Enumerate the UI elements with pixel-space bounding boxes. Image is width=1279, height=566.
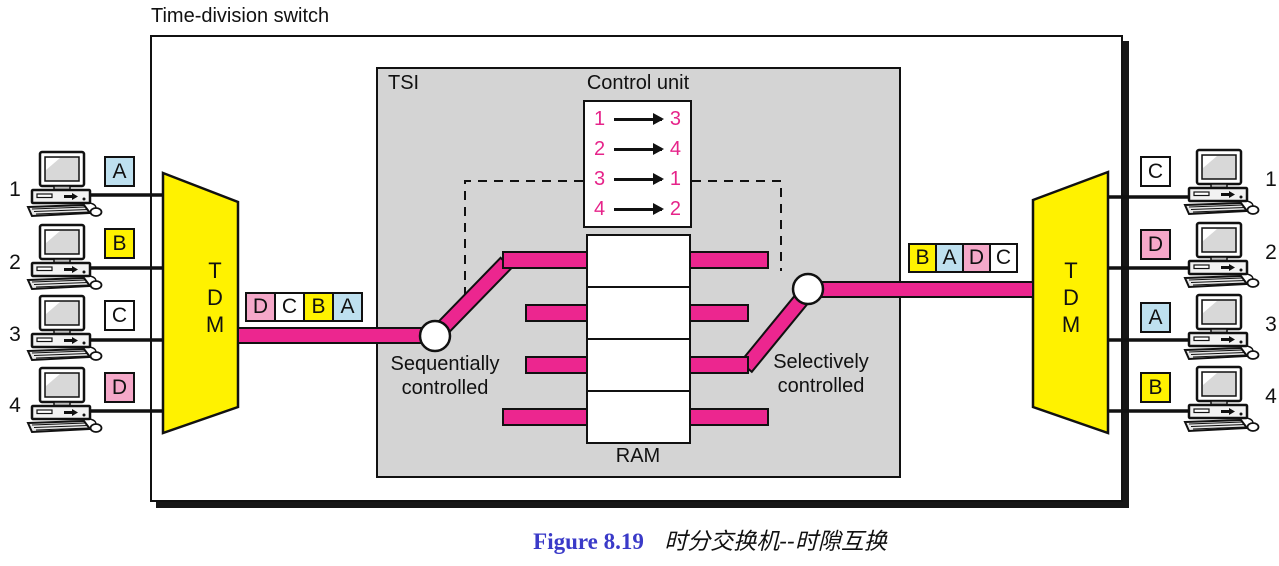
- computer-icon: [1183, 221, 1260, 289]
- frame-slot-b: B: [303, 292, 334, 322]
- ram-label: RAM: [615, 445, 661, 467]
- computer-icon: [1183, 148, 1260, 216]
- mapping-to: 3: [669, 107, 681, 130]
- tdm-left-letter-t: T: [208, 258, 222, 283]
- control-unit-label: Control unit: [586, 72, 690, 94]
- frame-slot-a: A: [935, 243, 964, 273]
- diagram-title: Time-division switch: [151, 5, 330, 27]
- tdm-left-letter-d: D: [207, 285, 223, 310]
- tdm-right-letter-m: M: [1061, 312, 1081, 337]
- frame-slot-c: C: [989, 243, 1018, 273]
- tdm-left-label: T D M: [193, 257, 237, 338]
- arrow-right-icon: [613, 173, 664, 185]
- port-number-right-2: 2: [1265, 241, 1277, 264]
- port-number-right-3: 3: [1265, 313, 1277, 336]
- port-slot-right-a: A: [1140, 302, 1171, 333]
- sequentially-controlled-line1: Sequentially: [390, 353, 500, 375]
- port-number-left-2: 2: [9, 251, 21, 274]
- tdm-right-label: T D M: [1049, 257, 1093, 338]
- selectively-controlled-label: Selectively controlled: [753, 350, 889, 398]
- port-slot-left-b: B: [104, 228, 135, 259]
- sequentially-controlled-label: Sequentially controlled: [374, 352, 516, 400]
- mapping-row-3: 3 1: [594, 168, 681, 191]
- frame-slots-input: D C B A: [245, 292, 363, 322]
- mapping-from: 1: [594, 107, 606, 130]
- port-number-right-1: 1: [1265, 168, 1277, 191]
- port-slot-left-c: C: [104, 300, 135, 331]
- computer-icon: [26, 366, 103, 434]
- port-number-left-1: 1: [9, 178, 21, 201]
- computer-icon: [26, 294, 103, 362]
- mapping-to: 1: [669, 167, 681, 190]
- port-slot-right-b: B: [1140, 372, 1171, 403]
- computer-icon: [1183, 365, 1260, 433]
- port-number-left-3: 3: [9, 323, 21, 346]
- port-slot-left-a: A: [104, 156, 135, 187]
- computer-icon: [26, 150, 103, 218]
- frame-slots-output: B A D C: [908, 243, 1018, 273]
- computer-icon: [26, 223, 103, 291]
- tdm-right-letter-d: D: [1063, 285, 1079, 310]
- frame-slot-d: D: [245, 292, 276, 322]
- tdm-right-letter-t: T: [1064, 258, 1078, 283]
- port-number-left-4: 4: [9, 394, 21, 417]
- port-slot-left-d: D: [104, 372, 135, 403]
- mapping-row-2: 2 4: [594, 138, 681, 161]
- figure-caption-text: 时分交换机--时隙互换: [664, 529, 887, 555]
- arrow-right-icon: [613, 113, 664, 125]
- mapping-from: 3: [594, 167, 606, 190]
- frame-slot-b: B: [908, 243, 937, 273]
- figure-caption: Figure 8.19 时分交换机--时隙互换: [480, 522, 940, 556]
- arrow-right-icon: [613, 203, 664, 215]
- control-unit-box: 1 3 2 4 3 1 4 2: [583, 100, 692, 228]
- computer-icon: [1183, 293, 1260, 361]
- selectively-controlled-line2: controlled: [777, 375, 865, 397]
- figure-number: Figure 8.19: [533, 529, 644, 554]
- port-number-right-4: 4: [1265, 385, 1277, 408]
- frame-slot-d: D: [962, 243, 991, 273]
- mapping-to: 2: [669, 197, 681, 220]
- mapping-from: 4: [594, 197, 606, 220]
- port-slot-right-d: D: [1140, 229, 1171, 260]
- selectively-controlled-line1: Selectively: [773, 351, 869, 373]
- mapping-from: 2: [594, 137, 606, 160]
- mapping-to: 4: [669, 137, 681, 160]
- mapping-row-4: 4 2: [594, 198, 681, 221]
- tsi-label: TSI: [388, 72, 420, 94]
- frame-slot-a: A: [332, 292, 363, 322]
- mapping-row-1: 1 3: [594, 108, 681, 131]
- frame-slot-c: C: [274, 292, 305, 322]
- arrow-right-icon: [613, 143, 664, 155]
- tdm-left-letter-m: M: [205, 312, 225, 337]
- sequentially-controlled-line2: controlled: [401, 377, 489, 399]
- port-slot-right-c: C: [1140, 156, 1171, 187]
